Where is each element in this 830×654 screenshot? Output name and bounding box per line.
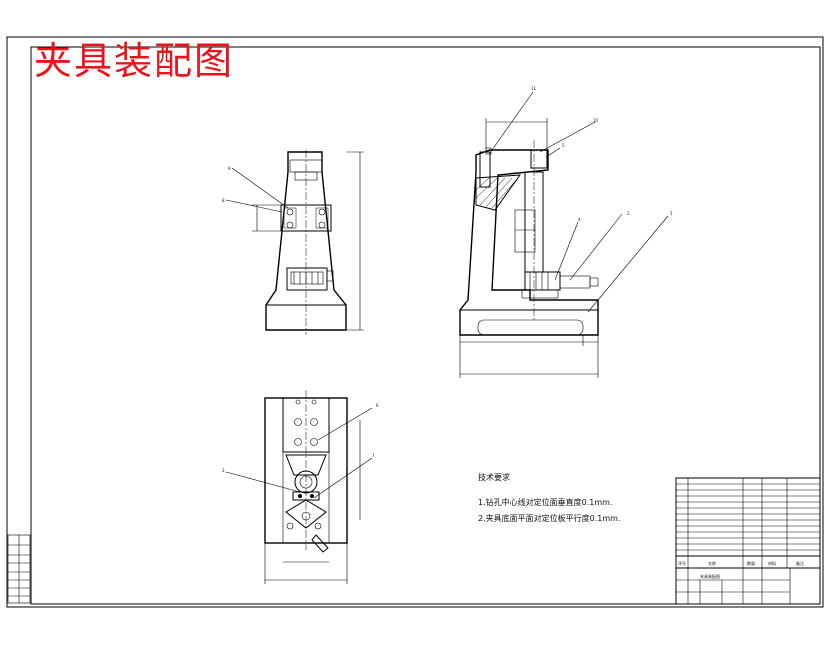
balloon-1: 1 xyxy=(670,211,673,216)
front-view xyxy=(225,150,364,335)
bom-header-name: 名称 xyxy=(708,560,716,566)
bom-header-material: 材料 xyxy=(768,560,776,566)
balloon-3: 3 xyxy=(222,468,225,473)
tech-req-title: 技术要求 xyxy=(478,472,510,482)
balloon-2: 2 xyxy=(627,211,630,216)
side-stamp-block xyxy=(7,534,31,604)
balloon-7: 7 xyxy=(372,453,375,458)
side-view xyxy=(459,91,669,378)
balloon-8: 8 xyxy=(222,198,225,203)
balloon-6: 6 xyxy=(376,403,379,408)
tech-req-item-1: 1.钻孔中心线对定位面垂直度0.1mm. xyxy=(478,497,612,507)
balloon-5a: 5 xyxy=(562,143,565,148)
balloon-labels: 9 8 11 10 5 2 1 4 6 7 3 xyxy=(222,86,673,473)
inner-frame xyxy=(30,46,821,605)
bom-header-no: 序号 xyxy=(678,560,686,566)
top-view xyxy=(225,390,373,584)
title-block-name: 夹具装配图 xyxy=(700,573,720,579)
balloon-4: 4 xyxy=(578,217,581,222)
title-block: 序号 名称 数量 材料 备注 夹具装配图 xyxy=(675,477,821,605)
tech-req-item-2: 2.夹具底面平面对定位板平行度0.1mm. xyxy=(478,513,620,523)
drawing-title: 夹具装配图 xyxy=(34,39,234,83)
bom-header-qty: 数量 xyxy=(747,560,755,566)
balloon-9: 9 xyxy=(228,166,231,171)
outer-frame xyxy=(6,36,824,608)
technical-requirements: 技术要求 1.钻孔中心线对定位面垂直度0.1mm. 2.夹具底面平面对定位板平行… xyxy=(478,472,620,523)
arm-hatching xyxy=(475,177,518,209)
balloon-10: 10 xyxy=(593,118,599,123)
balloon-11: 11 xyxy=(531,86,537,91)
bom-header-remark: 备注 xyxy=(796,560,804,566)
